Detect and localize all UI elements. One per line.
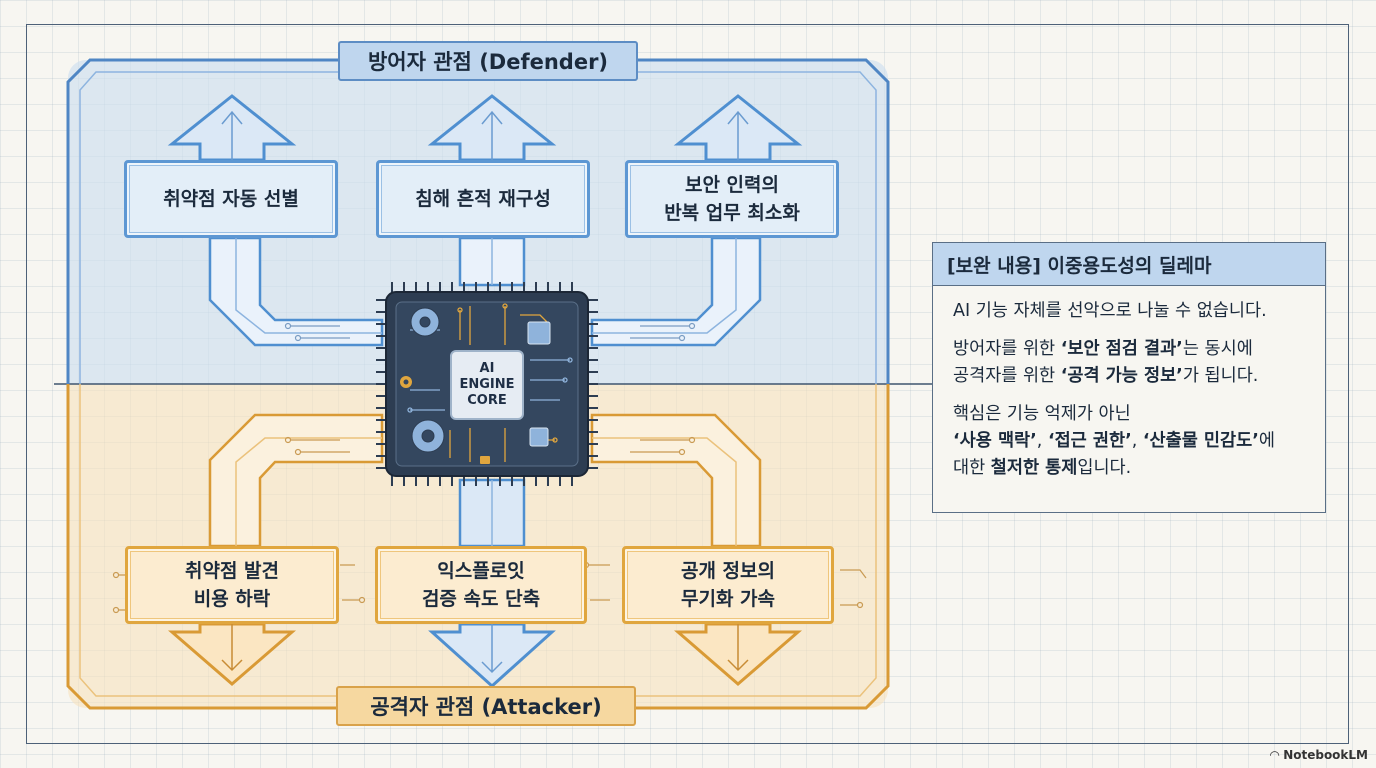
defender-box-breach-reconstruction: 침해 흔적 재구성 <box>376 160 590 238</box>
notebooklm-icon: ◠ <box>1269 748 1280 762</box>
dilemma-panel: [보완 내용] 이중용도성의 딜레마 AI 기능 자체를 선악으로 나눌 수 없… <box>932 242 1326 513</box>
defender-box-reduce-repetitive-work: 보안 인력의 반복 업무 최소화 <box>625 160 839 238</box>
diagram-frame <box>26 24 1349 744</box>
microchip-icon <box>527 321 551 447</box>
attacker-outer-frame <box>66 384 890 710</box>
chip-pins <box>376 282 598 486</box>
attacker-box-discovery-cost: 취약점 발견 비용 하락 <box>125 546 339 624</box>
panel-body: AI 기능 자체를 선악으로 나눌 수 없습니다. 방어자를 위한 ‘보안 점검… <box>933 286 1325 482</box>
lock-icon <box>480 456 490 464</box>
attacker-inner-frame <box>79 384 877 697</box>
defender-outer-frame <box>66 58 890 384</box>
panel-paragraph-2: 방어자를 위한 ‘보안 점검 결과’는 동시에 공격자를 위한 ‘공격 가능 정… <box>953 339 1259 386</box>
attacker-label: 공격자 관점 (Attacker) <box>336 686 636 726</box>
defender-ribbon-left <box>208 236 384 347</box>
panel-title: [보완 내용] 이중용도성의 딜레마 <box>933 243 1325 286</box>
brand-watermark: ◠ NotebookLM <box>1270 748 1368 762</box>
attacker-box-weaponization: 공개 정보의 무기화 가속 <box>622 546 834 624</box>
attacker-ribbon-right <box>590 413 762 548</box>
panel-paragraph-1: AI 기능 자체를 선악으로 나눌 수 없습니다. <box>953 301 1267 321</box>
circuit-traces <box>284 322 696 342</box>
brand-name: NotebookLM <box>1283 748 1368 762</box>
defender-inner-frame <box>79 71 877 384</box>
ai-engine-core-label: AI ENGINE CORE <box>450 350 524 420</box>
defender-label: 방어자 관점 (Defender) <box>338 41 638 81</box>
chip-circuitry <box>449 303 558 462</box>
defender-box-vuln-triage: 취약점 자동 선별 <box>124 160 338 238</box>
defender-ribbon-right <box>590 236 762 347</box>
attacker-box-exploit-validation: 익스플로잇 검증 속도 단축 <box>375 546 587 624</box>
gear-icon <box>411 419 445 453</box>
gear-icon <box>410 307 440 337</box>
panel-paragraph-3: 핵심은 기능 억제가 아닌 ‘사용 맥락’, ‘접근 권한’, ‘산출물 민감도… <box>953 404 1275 478</box>
